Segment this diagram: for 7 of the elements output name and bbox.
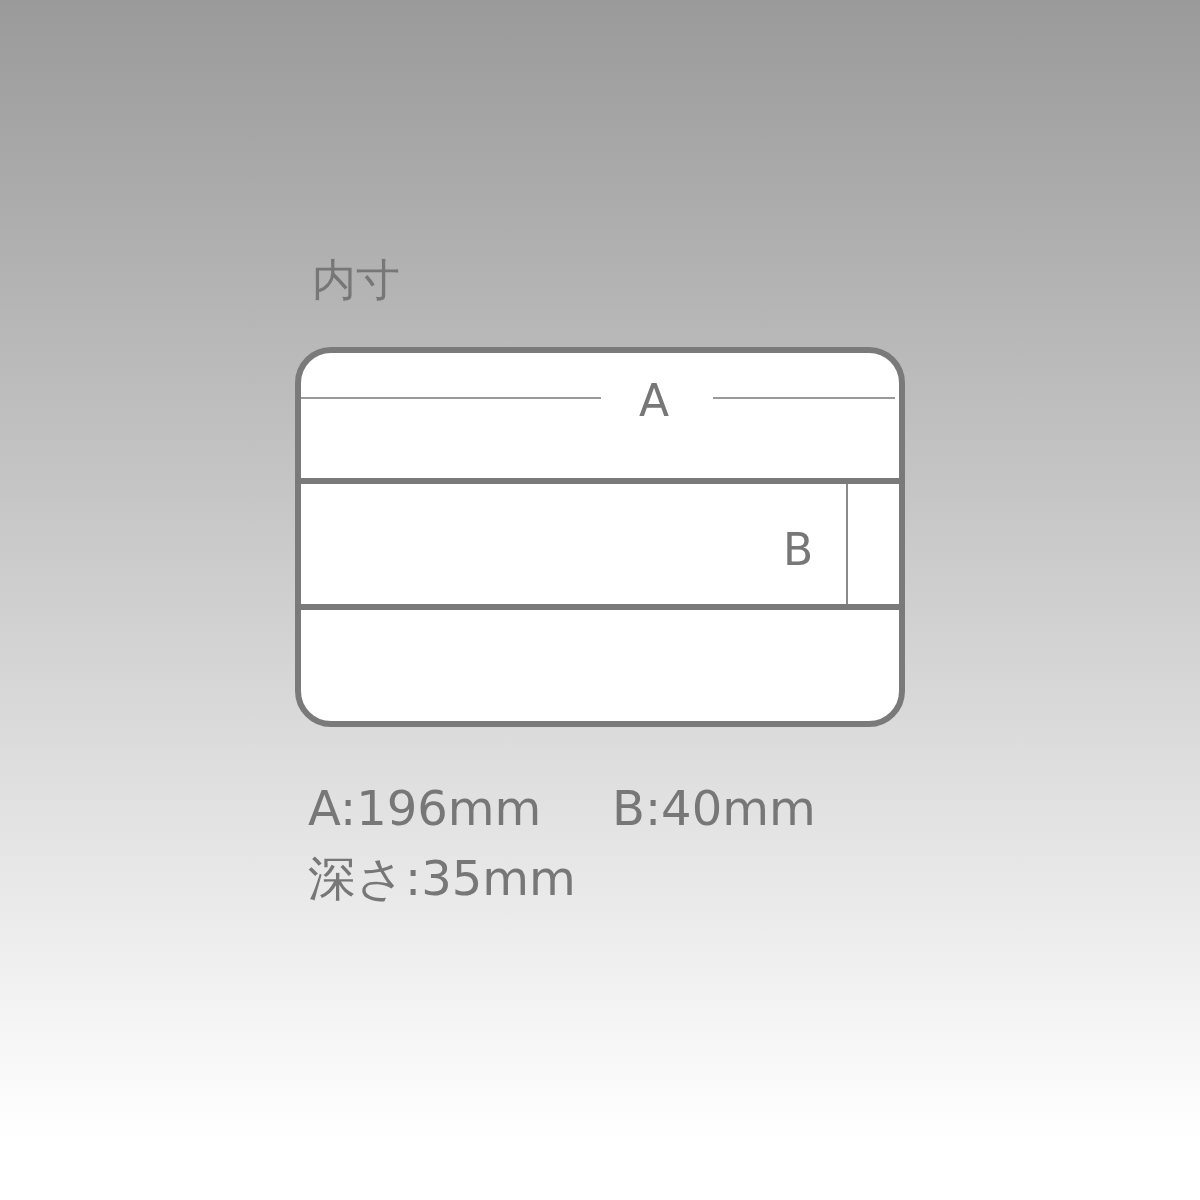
- dimension-label: B: [783, 528, 814, 572]
- dimension-text: B:40mm: [612, 784, 816, 832]
- heading: 内寸: [312, 258, 400, 302]
- dimension-text: 深さ:35mm: [308, 854, 576, 902]
- dimension-label: A: [639, 379, 670, 423]
- tray-outline: [295, 347, 905, 727]
- dimension-text: A:196mm: [308, 784, 542, 832]
